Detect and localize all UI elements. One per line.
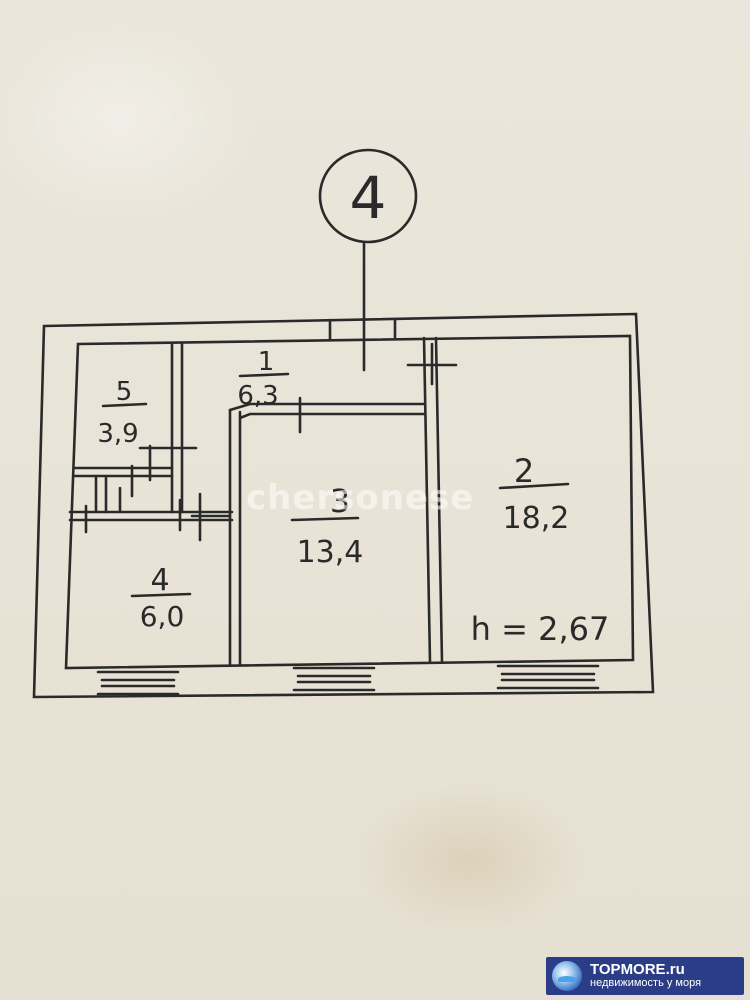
window-room-3 [292,666,376,692]
wall-room-3-top [228,402,426,420]
ceiling-height: h = 2,67 [471,610,610,648]
wall-room-5-right [170,342,184,514]
room-3-area: 13,4 [297,535,364,570]
apartment-number: 4 [350,164,387,232]
entrance-window [328,317,397,342]
wall-bath-divider [94,476,108,514]
inner-wall [64,334,635,670]
window-room-2 [496,664,600,690]
brand-text: TOPMORE.ru недвижимость у моря [590,962,701,989]
topmore-logo-icon [552,961,582,991]
brand-badge[interactable]: TOPMORE.ru недвижимость у моря [546,957,744,995]
room-3-number: 3 [330,482,350,520]
wall-room-2-left [422,336,444,664]
room-2-number: 2 [514,452,534,490]
door-ticks-storage [118,444,198,514]
room-2-area: 18,2 [503,501,570,536]
apartment-circle [318,148,418,244]
door-ticks-bath [84,492,232,542]
room-1-number: 1 [258,347,275,377]
room-5-number: 5 [116,377,133,407]
fraction-bar-room-5 [101,402,148,408]
brand-name: TOPMORE.ru [590,961,685,979]
room-5-area: 3,9 [97,419,138,449]
brand-slogan: недвижимость у моря [590,977,702,990]
window-room-4 [96,670,180,696]
fraction-bar-room-3 [290,516,360,522]
watermark: chersonese [246,478,475,518]
fraction-bar-room-1 [238,372,290,378]
wall-room-3-left [228,408,242,667]
fraction-bar-room-4 [130,592,192,598]
room-4-area: 6,0 [140,600,185,633]
room-1-area: 6,3 [237,381,278,411]
room-4-number: 4 [150,563,169,598]
outer-wall [32,312,655,699]
fraction-bar-room-2 [498,482,570,490]
wall-room-5-bottom [72,466,174,478]
door-ticks-hall [298,342,458,434]
